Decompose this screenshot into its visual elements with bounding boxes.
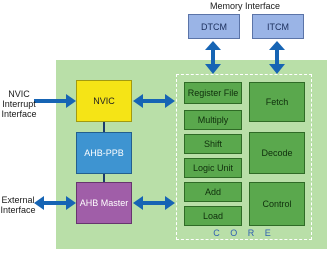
nvic-interrupt-label-line2: Interrupt — [2, 99, 36, 110]
multiply-unit: Multiply — [184, 110, 242, 130]
register-file-unit: Register File — [184, 82, 242, 104]
itcm-block: ITCM — [252, 14, 304, 39]
shift-unit: Shift — [184, 134, 242, 154]
ahb-master-block: AHB Master — [76, 182, 132, 224]
nvic-interrupt-label-line1: NVIC — [8, 89, 30, 99]
fetch-block: Fetch — [249, 82, 305, 122]
add-unit: Add — [184, 182, 242, 202]
nvic-interrupt-interface-label: NVIC Interrupt Interface — [1, 89, 37, 119]
ahb-core-arrow — [133, 196, 175, 210]
load-unit: Load — [184, 206, 242, 226]
core-label: C O R E — [213, 228, 275, 238]
nvic-interrupt-label-line3: Interface — [1, 109, 37, 120]
itcm-double-arrow — [269, 41, 285, 74]
control-block: Control — [249, 182, 305, 226]
ahb-ppb-block: AHB-PPB — [76, 132, 132, 174]
dtcm-block: DTCM — [188, 14, 240, 39]
memory-interface-title: Memory Interface — [210, 1, 281, 11]
nvic-interrupt-arrow — [34, 94, 76, 108]
external-interface-label-line1: External — [1, 195, 35, 205]
nvic-core-arrow — [133, 94, 175, 108]
nvic-block: NVIC — [76, 80, 132, 122]
external-interface-label-line2: Interface — [0, 205, 36, 216]
external-interface-label: External Interface — [0, 195, 36, 215]
external-interface-arrow — [34, 196, 76, 210]
core-region — [176, 74, 312, 240]
dtcm-double-arrow — [205, 41, 221, 74]
logic-unit: Logic Unit — [184, 158, 242, 178]
decode-block: Decode — [249, 132, 305, 174]
